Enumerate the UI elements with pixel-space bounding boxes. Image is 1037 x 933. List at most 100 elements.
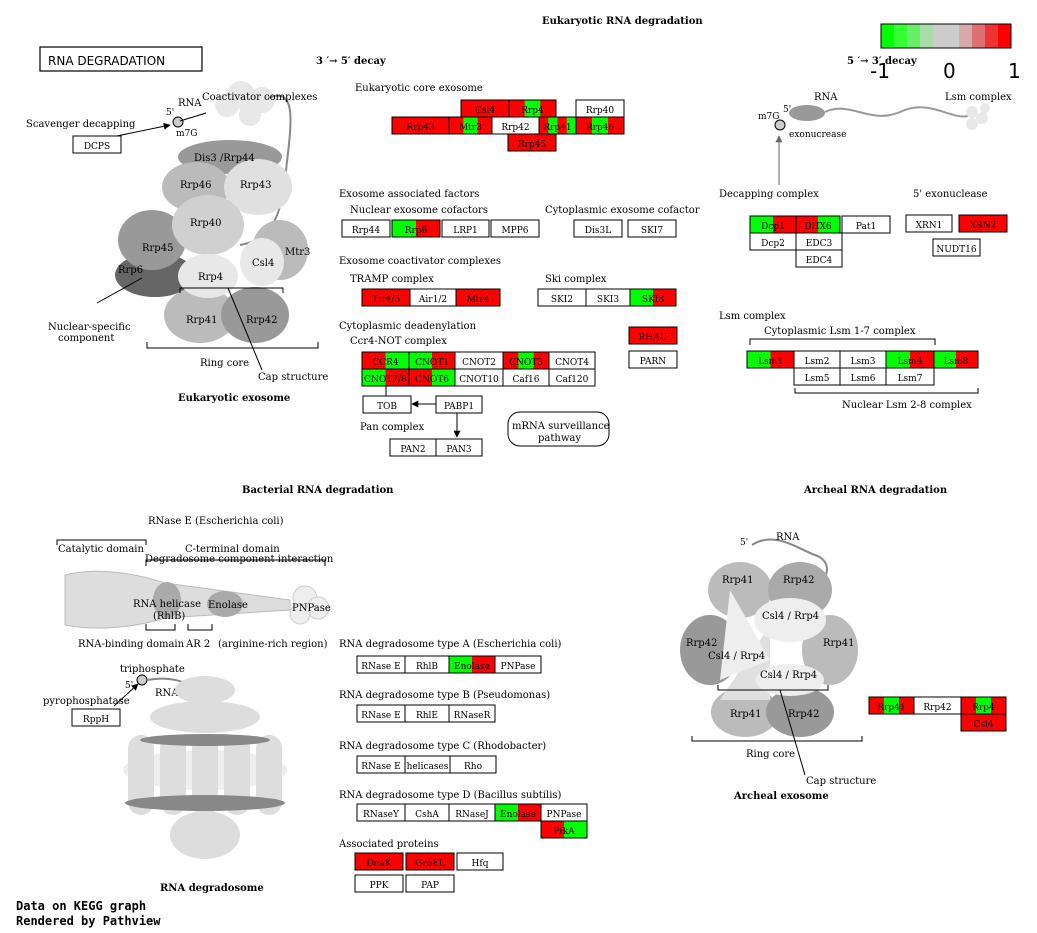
label-5prime-53: 5' (783, 105, 791, 115)
gene-box-ski8[interactable]: SKI8 (629, 288, 677, 307)
gene-box-lsm8[interactable]: Lsm8 (933, 350, 979, 369)
gene-box-dcps[interactable]: DCPS (72, 135, 122, 154)
gene-color-segment (564, 821, 588, 838)
gene-box-pap[interactable]: PAP (405, 874, 455, 893)
gene-box-rrp6[interactable]: Rrp6 (391, 219, 441, 238)
gene-box-csha_d[interactable]: CshA (404, 803, 450, 822)
gene-box-cnot2[interactable]: CNOT2 (454, 351, 504, 370)
gene-box-rnaser_b[interactable]: RNaseR (448, 704, 496, 723)
gene-box-enolase_d[interactable]: Enolase (494, 803, 542, 822)
gene-box-xrn2[interactable]: XRN2 (958, 214, 1008, 233)
gene-box-edc4[interactable]: EDC4 (795, 249, 843, 268)
gene-box-ski2[interactable]: SKI2 (537, 288, 587, 307)
gene-box-nudt16[interactable]: NUDT16 (932, 238, 981, 257)
gene-color-segment (355, 875, 404, 892)
label-rrp46: Rrp46 (180, 180, 211, 191)
gene-box-csl4_a[interactable]: Csl4 (460, 99, 510, 118)
gene-box-lrp1[interactable]: LRP1 (441, 219, 490, 238)
gene-box-cnot10[interactable]: CNOT10 (454, 368, 504, 387)
gene-box-rrp44[interactable]: Rrp44 (341, 219, 391, 238)
gene-box-enolase_a[interactable]: Enolase (448, 655, 496, 674)
gene-box-rhau[interactable]: RHAU (628, 326, 678, 345)
gene-box-lsm4[interactable]: Lsm4 (885, 350, 935, 369)
mrna-surveillance-link[interactable] (507, 411, 610, 447)
gene-box-dhh1[interactable]: DHX6 (795, 215, 841, 234)
gene-box-rho_c[interactable]: Rho (449, 755, 497, 774)
gene-box-border (391, 219, 441, 238)
gene-box-rrp41_arch[interactable]: Rrp41 (868, 696, 915, 715)
gene-box-dnak[interactable]: DnaK (354, 852, 404, 871)
label-rna-bac: RNA (155, 688, 179, 699)
gene-box-pan3[interactable]: PAN3 (435, 438, 483, 457)
gene-box-ski7[interactable]: SKI7 (627, 219, 677, 238)
gene-box-rrp46_a[interactable]: Rrp46 (575, 116, 625, 135)
gene-box-rnasej_d[interactable]: RNaseJ (448, 803, 496, 822)
gene-box-dcp1[interactable]: Dcp1 (749, 215, 797, 234)
gene-box-xrn1[interactable]: XRN1 (905, 214, 953, 233)
gene-box-mtr3_a[interactable]: Mtr3 (448, 116, 493, 135)
gene-box-rrp4_a[interactable]: Rrp4 (508, 99, 557, 118)
gene-box-lsm1[interactable]: Lsm1 (746, 350, 795, 369)
gene-box-rpph[interactable]: RppH (71, 708, 121, 727)
gene-label: Rrp43 (406, 123, 435, 133)
gene-box-pnpase_d[interactable]: PNPase (540, 803, 588, 822)
gene-color-segment (592, 117, 609, 134)
gene-box-dis3l[interactable]: Dis3L (573, 219, 623, 238)
gene-box-rnasee_a[interactable]: RNase E (356, 655, 406, 674)
gene-box-caf16[interactable]: Caf16 (502, 368, 550, 387)
gene-color-segment (409, 352, 433, 369)
gene-box-tob[interactable]: TOB (362, 395, 412, 414)
gene-box-cnot78[interactable]: CNOT7/8 (361, 368, 410, 387)
gene-box-cnot1[interactable]: CNOT1 (408, 351, 456, 370)
label-rrp42: Rrp42 (246, 315, 277, 326)
gene-label: LRP1 (453, 226, 478, 236)
gene-box-pfka_d[interactable]: PfkA (540, 820, 588, 839)
gene-box-rrp41_a[interactable]: Rrp41 (538, 116, 577, 135)
legend-tick-min: -1 (870, 59, 890, 83)
gene-box-cnot4[interactable]: CNOT4 (548, 351, 596, 370)
gene-box-rrp42_a[interactable]: Rrp42 (491, 116, 540, 135)
gene-box-rhlb_a[interactable]: RhlB (404, 655, 450, 674)
label-arch-csl4rrp4-c: Csl4 / Rrp4 (760, 670, 817, 681)
gene-box-lsm5[interactable]: Lsm5 (793, 367, 841, 386)
label-coactivator: Coactivator complexes (202, 92, 317, 103)
gene-box-rrp43_a[interactable]: Rrp43 (391, 116, 450, 135)
gene-box-trf45[interactable]: Trf4/5 (361, 288, 411, 307)
gene-color-segment (574, 220, 623, 237)
gene-box-csl4_arch[interactable]: Csl4 (960, 713, 1007, 732)
gene-box-air12[interactable]: Air1/2 (409, 288, 457, 307)
gene-box-parn[interactable]: PARN (628, 350, 678, 369)
gene-box-ppk[interactable]: PPK (354, 874, 404, 893)
gene-box-caf120[interactable]: Caf120 (548, 368, 596, 387)
label-deadenylation: Cytoplasmic deadenylation (339, 321, 477, 332)
gene-box-lsm6[interactable]: Lsm6 (839, 367, 887, 386)
gene-box-helicases_c[interactable]: helicases (404, 755, 451, 774)
gene-box-pat1[interactable]: Pat1 (841, 215, 891, 234)
gene-box-lsm3[interactable]: Lsm3 (839, 350, 887, 369)
gene-box-rrp4_arch[interactable]: Rrp4 (960, 696, 1007, 715)
gene-box-pabp1[interactable]: PABP1 (435, 395, 483, 414)
gene-box-ccr4[interactable]: CCR4 (361, 351, 410, 370)
gene-box-edc3[interactable]: EDC3 (795, 232, 843, 251)
gene-box-rrp42_arch[interactable]: Rrp42 (913, 696, 962, 715)
gene-box-rhle_b[interactable]: RhlE (404, 704, 450, 723)
gene-box-rrp40_a[interactable]: Rrp40 (575, 99, 625, 118)
gene-box-cnot3[interactable]: CNOT3 (502, 351, 550, 370)
gene-box-hfq[interactable]: Hfq (456, 852, 504, 871)
gene-box-pnpase_a[interactable]: PNPase (494, 655, 542, 674)
gene-color-segment (363, 396, 412, 413)
gene-box-rrp45_a[interactable]: Rrp45 (507, 133, 557, 152)
gene-box-rnasey_d[interactable]: RNaseY (356, 803, 406, 822)
gene-box-mpp6[interactable]: MPP6 (490, 219, 540, 238)
gene-color-segment (747, 351, 771, 368)
gene-box-rnasee_b[interactable]: RNase E (356, 704, 406, 723)
gene-box-lsm7[interactable]: Lsm7 (885, 367, 935, 386)
gene-box-mtr4[interactable]: Mtr4 (455, 288, 501, 307)
gene-box-cnot6[interactable]: CNOT6 (408, 368, 456, 387)
gene-box-pan2[interactable]: PAN2 (389, 438, 437, 457)
gene-box-rnasee_c[interactable]: RNase E (356, 755, 406, 774)
gene-box-ski3[interactable]: SKI3 (585, 288, 631, 307)
gene-box-lsm2[interactable]: Lsm2 (793, 350, 841, 369)
gene-box-groel[interactable]: GroEL (405, 852, 455, 871)
gene-box-dcp2[interactable]: Dcp2 (749, 232, 797, 251)
